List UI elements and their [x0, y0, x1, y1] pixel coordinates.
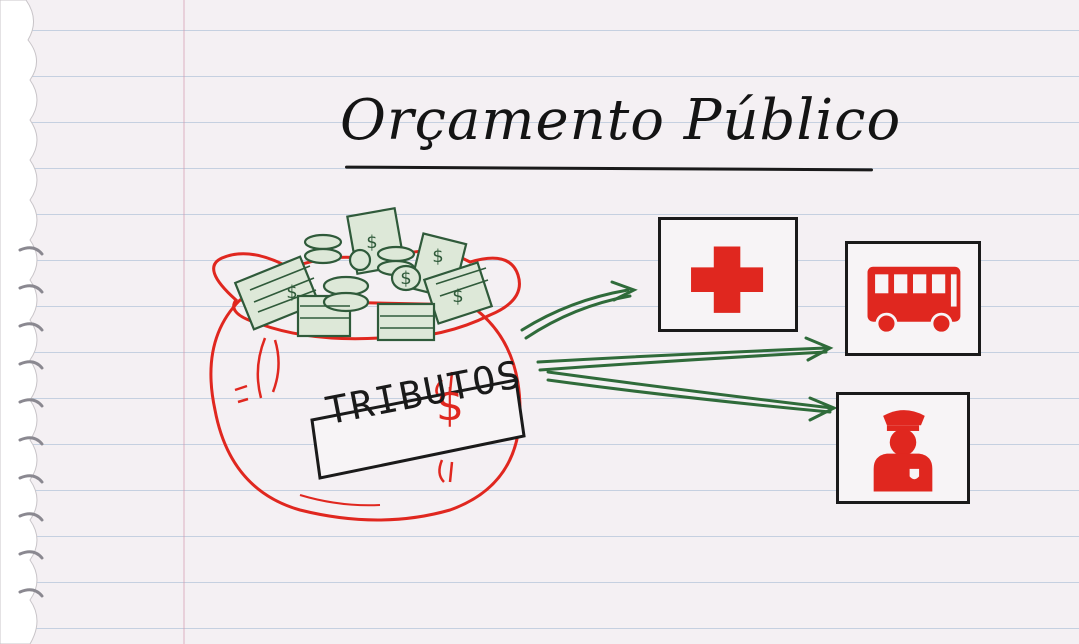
money-bag-icon: $ $ $ $ $ $: [209, 206, 526, 522]
bus-icon: [867, 266, 961, 335]
svg-text:$: $: [366, 232, 377, 253]
svg-text:$: $: [452, 286, 463, 307]
arrow-to-health: [520, 288, 630, 332]
torn-paper-edge: [0, 0, 44, 644]
police-officer-icon: [873, 410, 933, 492]
svg-text:$: $: [286, 282, 297, 303]
page-title: Orçamento Público: [340, 88, 902, 153]
bag-dollar-symbol: $: [436, 380, 464, 431]
flow-arrows: [520, 280, 838, 422]
red-cross-icon: [691, 246, 764, 313]
health-card: [658, 217, 798, 332]
security-card: [836, 392, 970, 504]
svg-text:$: $: [432, 246, 443, 267]
arrow-to-security: [546, 370, 834, 410]
arrow-to-transport: [536, 346, 828, 364]
svg-text:$: $: [400, 268, 411, 289]
transport-card: [845, 241, 981, 356]
